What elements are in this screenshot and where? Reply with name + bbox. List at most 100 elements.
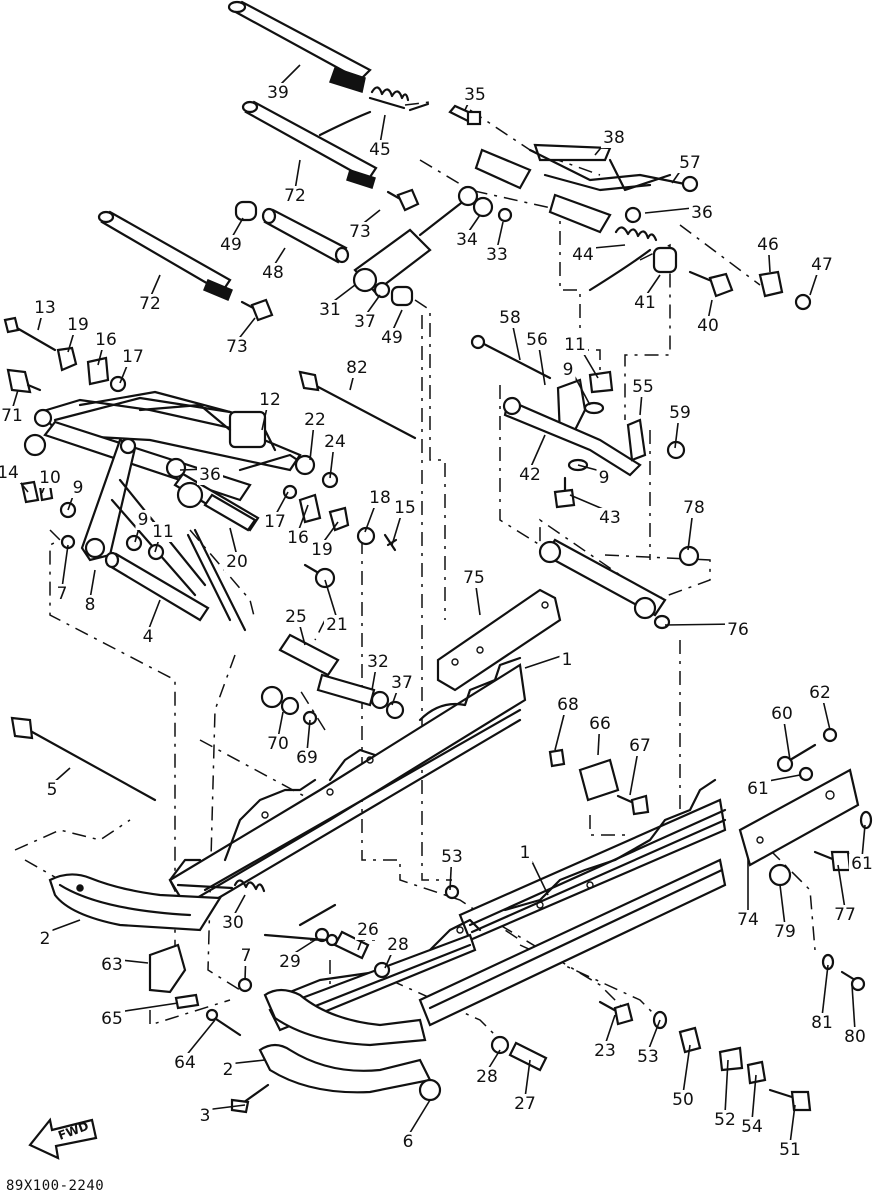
part-number-p51: 51 <box>779 1140 801 1160</box>
part-number-bg-p7a <box>54 584 70 604</box>
part-number-p46: 46 <box>757 235 779 255</box>
part-number-p2a: 2 <box>40 929 51 949</box>
part-number-p28b: 28 <box>476 1067 498 1087</box>
part-number-p2b: 2 <box>223 1060 234 1080</box>
part-number-bg-p68 <box>555 695 581 715</box>
part-number-bg-p16a <box>93 330 119 350</box>
washer-32 <box>370 690 390 710</box>
leader-line-p52 <box>724 1059 729 1115</box>
plate-74 <box>738 768 860 867</box>
part-number-bg-p53b <box>635 1047 661 1067</box>
part-number-p76: 76 <box>727 620 749 640</box>
bolt-21 <box>303 563 336 589</box>
part-number-p37a: 37 <box>354 312 376 332</box>
part-number-p39: 39 <box>267 83 289 103</box>
part-number-p30: 30 <box>222 913 244 933</box>
part-number-p52: 52 <box>714 1110 736 1130</box>
shaft-line-45b <box>408 102 430 112</box>
part-number-p24: 24 <box>324 432 346 452</box>
leader-line-p69 <box>306 719 311 753</box>
part-number-p13: 13 <box>34 298 56 318</box>
part-number-bg-p33 <box>484 245 510 265</box>
part-number-p53b: 53 <box>637 1047 659 1067</box>
bumper-63 <box>148 943 187 994</box>
part-number-bg-p46 <box>755 235 781 255</box>
part-number-p9c: 9 <box>73 478 84 498</box>
clip-47 <box>794 293 812 311</box>
leader-line-p50 <box>682 1044 691 1095</box>
shaft-72-lower <box>97 210 233 301</box>
part-number-bg-p38 <box>601 128 627 148</box>
part-number-p72a: 72 <box>284 186 306 206</box>
washer-9d <box>125 534 143 552</box>
part-number-p11a: 11 <box>564 335 586 355</box>
part-number-bg-p64 <box>172 1053 198 1073</box>
leader-line-p61b <box>861 824 866 859</box>
part-number-bg-p18 <box>367 488 393 508</box>
part-number-p6: 6 <box>403 1132 414 1152</box>
part-number-bg-p35 <box>462 85 488 105</box>
washer-9a <box>583 401 605 415</box>
bolt-73b <box>240 298 274 322</box>
leader-line-p4 <box>147 599 161 632</box>
part-number-bg-p74 <box>735 910 761 930</box>
bolt-80 <box>840 970 866 992</box>
part-number-p48: 48 <box>262 263 284 283</box>
part-number-p5: 5 <box>47 780 58 800</box>
part-number-bg-p19b <box>309 540 335 560</box>
leader-line-p79 <box>779 884 786 927</box>
part-number-bg-p59 <box>667 403 693 423</box>
part-number-bg-p72a <box>282 186 308 206</box>
clip-65 <box>174 993 200 1010</box>
part-number-bg-p1a <box>559 650 575 670</box>
part-number-bg-p21 <box>324 615 350 635</box>
leader-line-p70 <box>277 711 284 739</box>
long-shaft-39 <box>227 0 372 93</box>
part-number-bg-p37b <box>389 673 415 693</box>
part-number-p1a: 1 <box>562 650 573 670</box>
part-number-bg-p73a <box>347 222 373 242</box>
collar-25 <box>278 633 340 677</box>
part-number-bg-p62 <box>807 683 833 703</box>
part-number-bg-p61a <box>745 779 771 799</box>
part-number-p41: 41 <box>634 293 656 313</box>
bolt-51 <box>768 1088 812 1112</box>
leader-line-p81 <box>821 964 829 1018</box>
part-number-bg-p9b <box>596 468 612 488</box>
part-number-p16b: 16 <box>287 528 309 548</box>
part-number-p17b: 17 <box>264 512 286 532</box>
rod-5 <box>10 716 157 802</box>
part-number-p49a: 49 <box>220 235 242 255</box>
part-number-p21: 21 <box>326 615 348 635</box>
part-number-bg-p5 <box>44 780 60 800</box>
part-number-p18: 18 <box>369 488 391 508</box>
part-number-bg-p12 <box>257 390 283 410</box>
part-number-bg-p72b <box>137 294 163 314</box>
part-number-bg-p81 <box>809 1013 835 1033</box>
part-number-p75: 75 <box>463 568 485 588</box>
leader-line-p16b <box>297 504 309 533</box>
collar-26 <box>333 930 370 960</box>
part-number-p11b: 11 <box>152 522 174 542</box>
part-number-bg-p75 <box>461 568 487 588</box>
part-number-bg-p28b <box>474 1067 500 1087</box>
rod-29 <box>263 933 327 942</box>
part-number-p68: 68 <box>557 695 579 715</box>
plate-75 <box>436 588 562 692</box>
part-number-bg-p9c <box>70 478 86 498</box>
bolt-60 <box>776 743 817 773</box>
part-number-p73a: 73 <box>349 222 371 242</box>
bolt-58 <box>470 334 552 380</box>
leader-line-p51 <box>789 1104 796 1145</box>
leader-line-p42 <box>529 434 546 470</box>
collar-49b <box>390 285 414 307</box>
bolt-77 <box>813 850 852 872</box>
leader-line-p21 <box>324 579 338 620</box>
part-number-p54: 54 <box>741 1117 763 1137</box>
part-number-p82: 82 <box>346 358 368 378</box>
washer-28b <box>490 1035 510 1055</box>
part-number-bg-p57 <box>677 153 703 173</box>
part-number-p64: 64 <box>174 1053 196 1073</box>
